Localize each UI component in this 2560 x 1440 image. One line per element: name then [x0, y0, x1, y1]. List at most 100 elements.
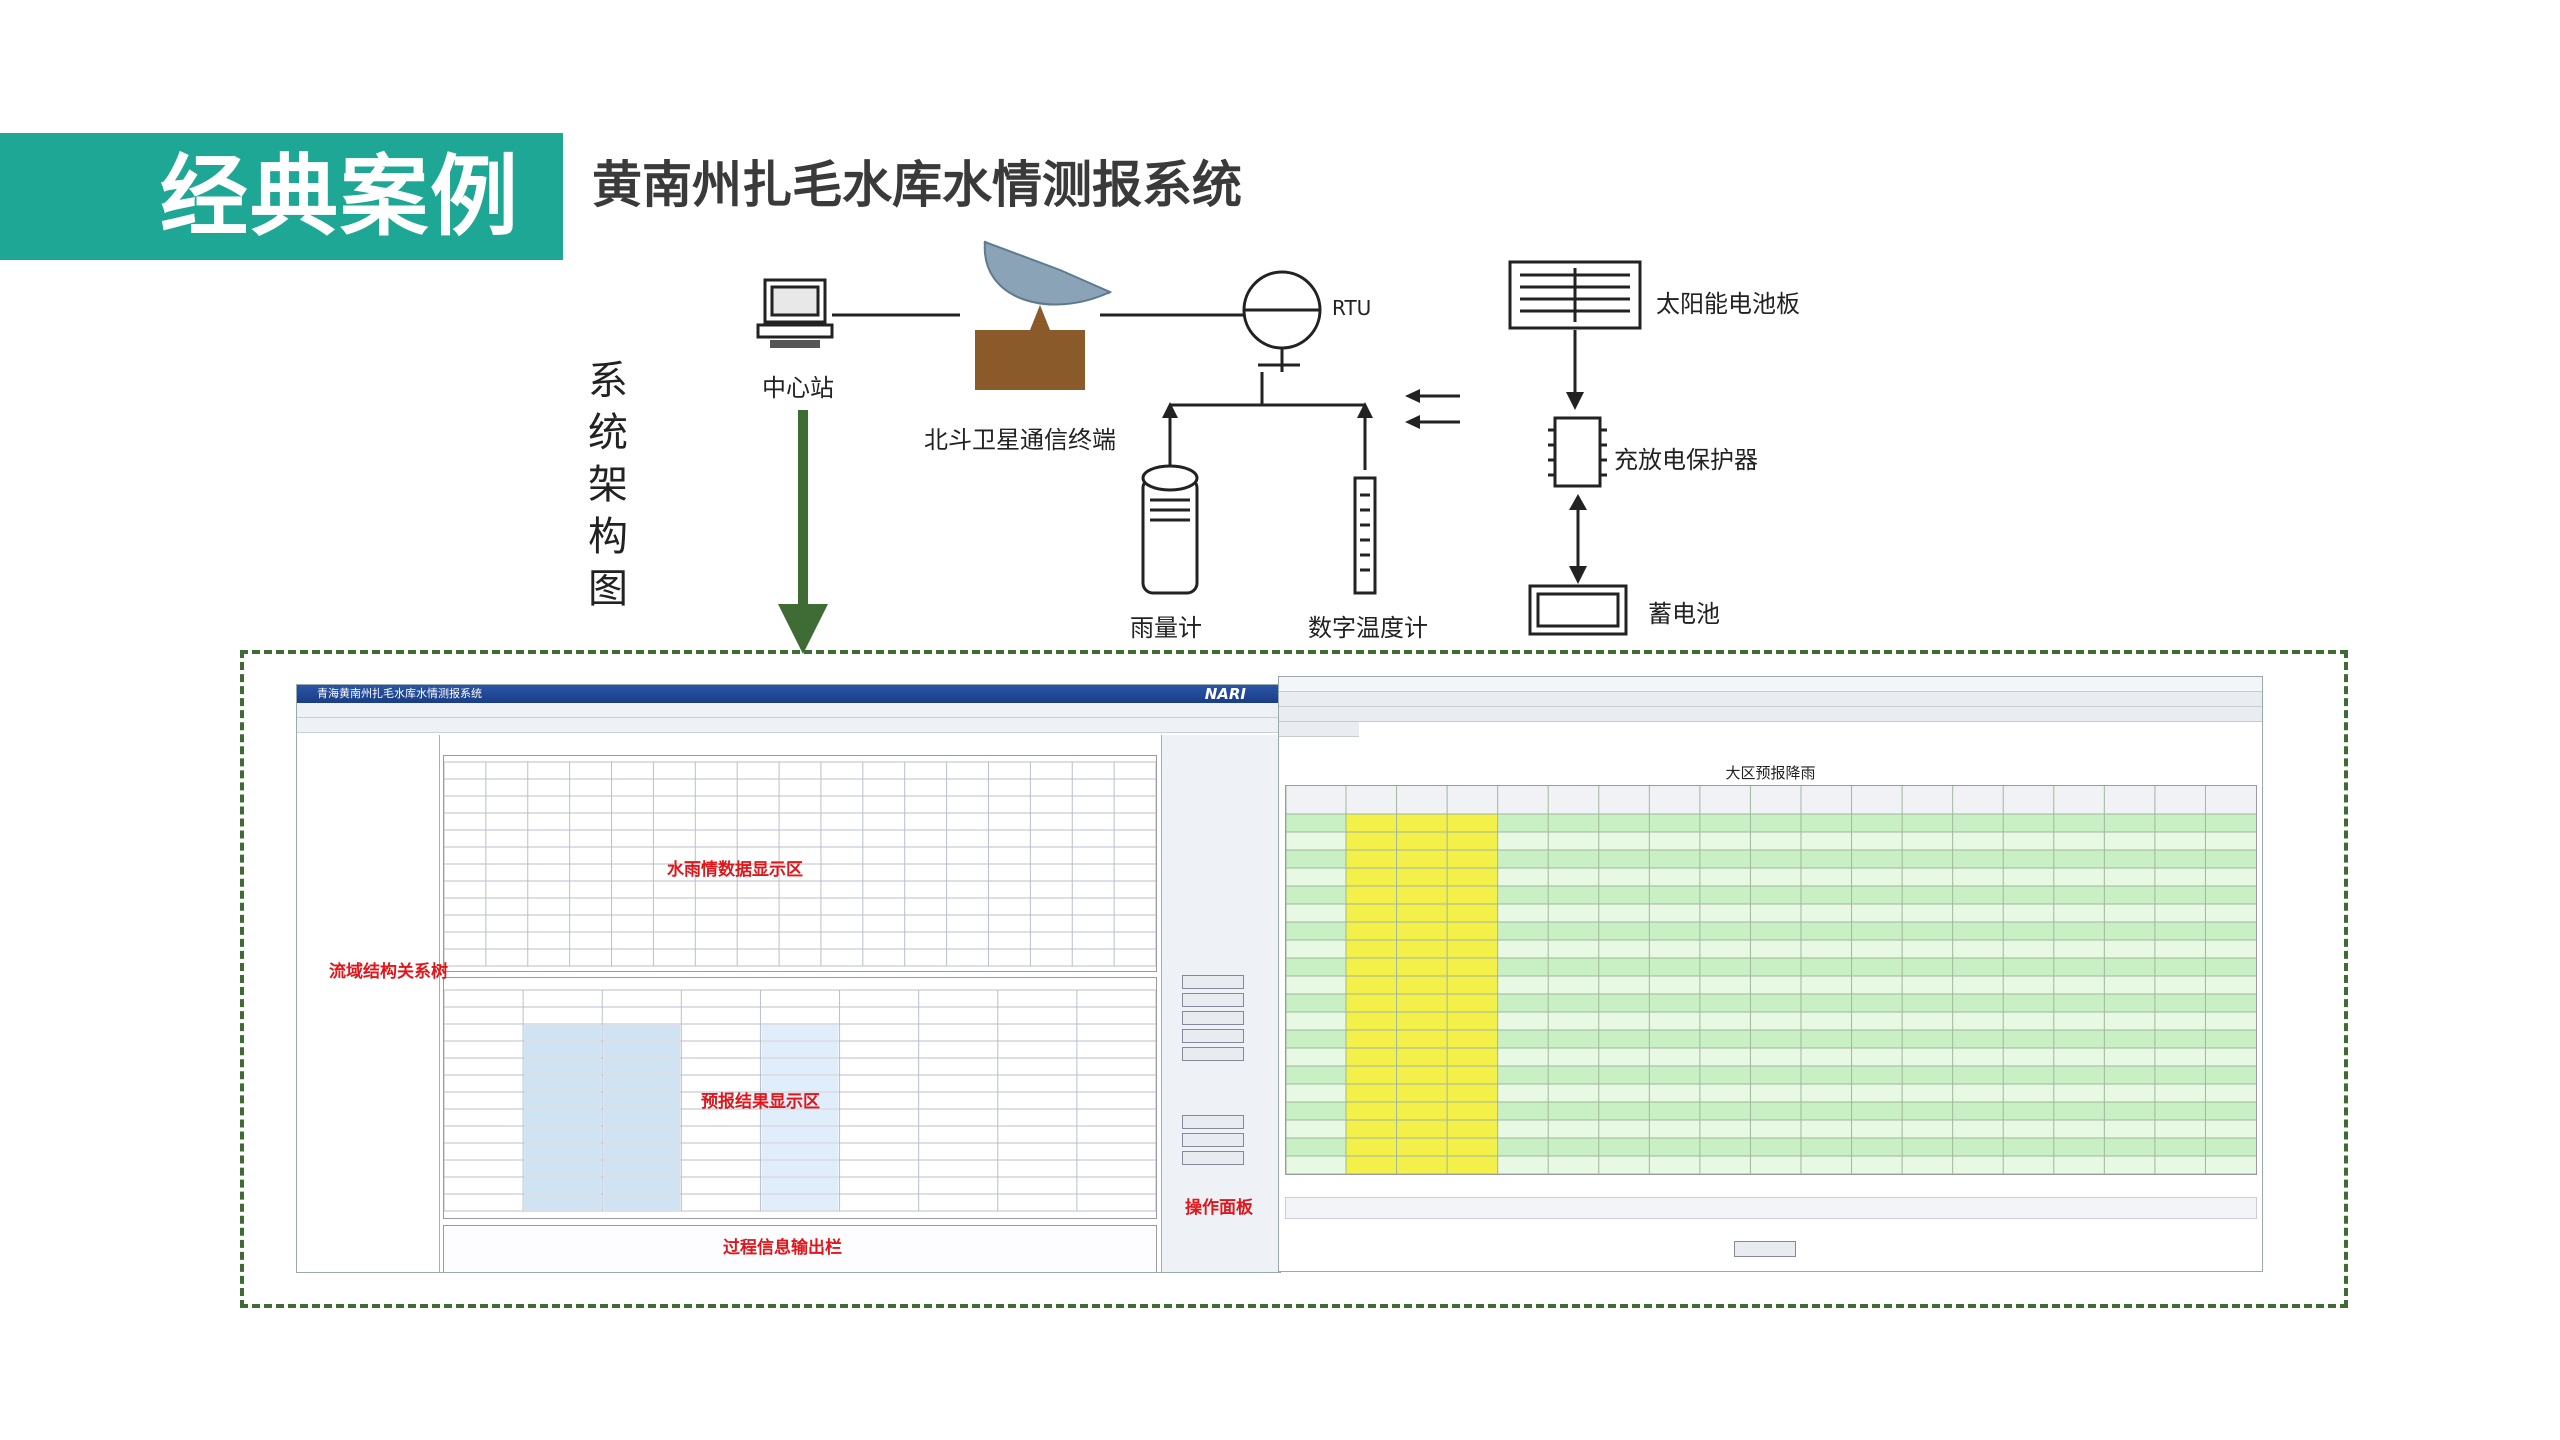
forecast-rain-cell — [1447, 1012, 1498, 1030]
solar-panel-icon — [1508, 260, 1642, 330]
forecast-rain-cell — [1396, 814, 1448, 832]
forecast-rain-cell — [1447, 850, 1498, 868]
forecast-cell — [761, 1195, 839, 1210]
forecast-rain-cell — [1396, 1120, 1448, 1138]
section-banner-label: 经典案例 — [160, 145, 521, 248]
forecast-cell — [603, 1076, 681, 1091]
forecast-rain-cell — [1447, 1156, 1498, 1174]
forecast-cell — [524, 1042, 602, 1057]
forecast-rain-cell — [1396, 1102, 1448, 1120]
architecture-diagram — [756, 240, 1642, 654]
rain-data-grid[interactable] — [443, 755, 1157, 972]
right-app-toolbar[interactable] — [1279, 692, 2262, 707]
forecast-rain-cell — [1346, 940, 1397, 958]
right-app-options-bar[interactable] — [1285, 1197, 2257, 1219]
forecast-rain-cell — [1396, 1030, 1448, 1048]
op-button-5[interactable] — [1182, 1047, 1244, 1061]
forecast-rain-cell — [1447, 832, 1498, 850]
screenshots-frame — [240, 650, 2348, 1308]
forecast-cell — [603, 1127, 681, 1142]
operation-panel[interactable] — [1161, 735, 1280, 1272]
forecast-cell — [761, 1025, 839, 1040]
annotation-process-log: 过程信息输出栏 — [723, 1238, 842, 1258]
computer-icon — [756, 278, 834, 348]
left-app-menubar[interactable] — [297, 703, 1280, 718]
forecast-rain-cell — [1346, 1138, 1397, 1156]
forecast-rain-row — [1286, 886, 2256, 904]
forecast-rain-cell — [1447, 976, 1498, 994]
forecast-rain-row — [1286, 1138, 2256, 1156]
right-app-tabs[interactable] — [1279, 707, 2262, 722]
forecast-rain-cell — [1396, 1048, 1448, 1066]
architecture-label: 系统架构图 — [588, 358, 628, 612]
forecast-rain-cell — [1396, 850, 1448, 868]
forecast-cell — [603, 1144, 681, 1159]
forecast-rain-cell — [1346, 904, 1397, 922]
forecast-result-grid[interactable] — [443, 977, 1157, 1219]
forecast-cell — [524, 1093, 602, 1108]
forecast-rain-cell — [1346, 886, 1397, 904]
forecast-cell — [761, 1076, 839, 1091]
forecast-rain-cell — [1447, 994, 1498, 1012]
forecast-rain-row — [1286, 1048, 2256, 1066]
forecast-rain-cell — [1346, 1066, 1397, 1084]
forecast-rain-cell — [1447, 922, 1498, 940]
forecast-rain-row — [1286, 868, 2256, 886]
forecast-rain-cells — [1285, 786, 2256, 1175]
forecast-rain-cell — [1346, 976, 1397, 994]
forecast-cell — [603, 1042, 681, 1057]
op-button-6[interactable] — [1182, 1115, 1244, 1129]
forecast-cell — [761, 1093, 839, 1108]
forecast-rain-cell — [1447, 1084, 1498, 1102]
basin-tree-panel[interactable] — [297, 735, 440, 1272]
op-button-2[interactable] — [1182, 993, 1244, 1007]
thermometer-label: 数字温度计 — [1308, 614, 1428, 642]
forecast-cell — [603, 1161, 681, 1176]
forecast-rain-cell — [1396, 1012, 1448, 1030]
forecast-rain-cell — [1396, 868, 1448, 886]
forecast-rain-cell — [1396, 1066, 1448, 1084]
forecast-rain-row — [1286, 832, 2256, 850]
left-app-window[interactable]: 青海黄南州扎毛水库水情测报系统 NARI 水雨情数据显示区 流域结构关系树 预报… — [296, 684, 1281, 1273]
forecast-cell — [603, 1178, 681, 1193]
forecast-rain-row — [1286, 1084, 2256, 1102]
confirm-button[interactable] — [1734, 1241, 1796, 1257]
forecast-rain-cell — [1447, 1138, 1498, 1156]
forecast-cell — [603, 1110, 681, 1125]
op-button-4[interactable] — [1182, 1029, 1244, 1043]
forecast-rain-row — [1286, 1030, 2256, 1048]
forecast-rain-cell — [1396, 904, 1448, 922]
forecast-cell — [524, 1144, 602, 1159]
satellite-dish-icon — [975, 240, 1113, 390]
forecast-rain-cell — [1396, 922, 1448, 940]
right-app-subtab[interactable] — [1279, 722, 1359, 737]
forecast-cell — [761, 1178, 839, 1193]
forecast-rain-cell — [1346, 958, 1397, 976]
forecast-rain-cell — [1396, 1138, 1448, 1156]
forecast-rain-cell — [1447, 868, 1498, 886]
forecast-cell — [524, 1025, 602, 1040]
op-button-8[interactable] — [1182, 1151, 1244, 1165]
op-button-1[interactable] — [1182, 975, 1244, 989]
satellite-label: 北斗卫星通信终端 — [924, 426, 1116, 454]
forecast-rain-cell — [1346, 850, 1397, 868]
forecast-rain-cell — [1447, 1120, 1498, 1138]
right-app-window[interactable]: 大区预报降雨 — [1278, 676, 2263, 1272]
forecast-rain-cell — [1346, 1030, 1397, 1048]
charger-label: 充放电保护器 — [1614, 446, 1758, 474]
op-button-3[interactable] — [1182, 1011, 1244, 1025]
forecast-rain-cell — [1396, 958, 1448, 976]
forecast-rain-cell — [1396, 1084, 1448, 1102]
left-app-toolbar[interactable] — [297, 718, 1280, 733]
forecast-rain-row — [1286, 940, 2256, 958]
forecast-cell — [524, 1127, 602, 1142]
rain-grid-lines — [443, 761, 1157, 967]
forecast-rain-cell — [1346, 814, 1397, 832]
forecast-rain-cell — [1346, 1102, 1397, 1120]
rtu-label: RTU — [1332, 296, 1372, 320]
op-button-7[interactable] — [1182, 1133, 1244, 1147]
forecast-cell — [761, 1144, 839, 1159]
forecast-rain-grid[interactable] — [1285, 785, 2257, 1175]
forecast-rain-cell — [1447, 1048, 1498, 1066]
rain-gauge-icon — [1141, 464, 1199, 595]
